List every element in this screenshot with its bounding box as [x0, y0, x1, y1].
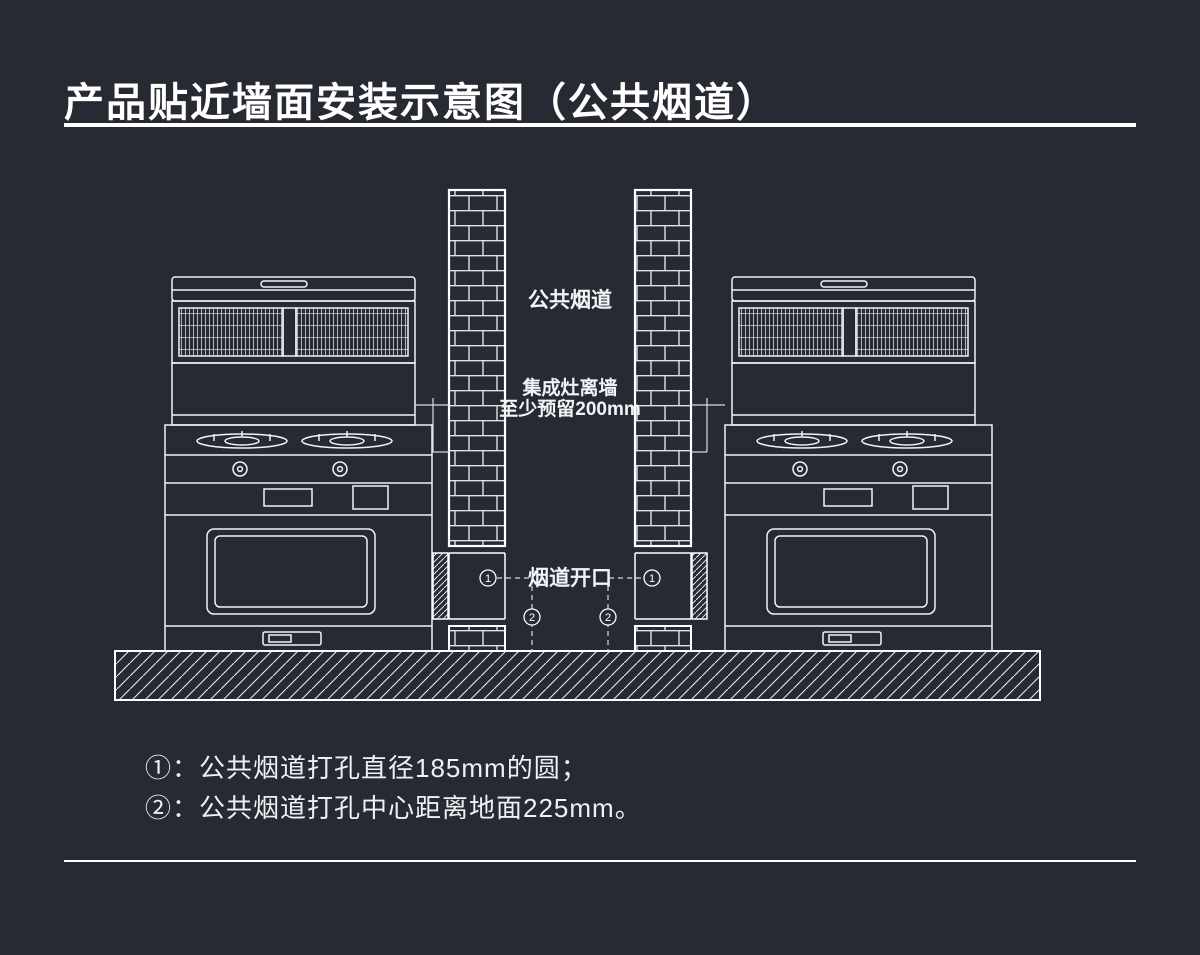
- callout-1-right-circle: [643, 569, 661, 587]
- title-divider: [64, 123, 1136, 127]
- label-flue-opening: 烟道开口: [528, 566, 612, 590]
- callout-2-right-label: 2: [605, 612, 611, 624]
- stove-right: [724, 276, 993, 652]
- callouts: 1 1 2 2: [479, 569, 661, 626]
- label-clearance-line2: 至少预留200mm: [499, 398, 641, 420]
- callout-1-left-circle: [479, 569, 497, 587]
- label-clearance-line1: 集成灶离墙: [521, 376, 617, 399]
- clearance-dimension-lines: [415, 398, 725, 453]
- callout-1-right-label: 1: [649, 573, 655, 585]
- notes: ①：公共烟道打孔直径185mm的圆； ②：公共烟道打孔中心距离地面225mm。: [145, 748, 642, 828]
- ground-hatch: [114, 650, 1041, 701]
- note-1: ①：公共烟道打孔直径185mm的圆；: [145, 753, 588, 783]
- note-2: ②：公共烟道打孔中心距离地面225mm。: [145, 793, 642, 823]
- flue-column-left: [432, 188, 507, 652]
- stove-left: [164, 276, 433, 652]
- callout-1-left-label: 1: [485, 573, 491, 585]
- callout-2-left-circle: [523, 608, 541, 626]
- label-common-flue: 公共烟道: [528, 288, 612, 312]
- callout-leaders: [497, 577, 643, 651]
- callout-2-left-label: 2: [529, 612, 535, 624]
- bottom-divider: [64, 860, 1136, 862]
- callout-2-right-circle: [599, 608, 617, 626]
- page-title: 产品贴近墙面安装示意图（公共烟道）: [64, 81, 778, 125]
- flue-column-right: [633, 188, 708, 652]
- diagram-labels: 公共烟道 集成灶离墙 至少预留200mm 烟道开口: [499, 288, 641, 590]
